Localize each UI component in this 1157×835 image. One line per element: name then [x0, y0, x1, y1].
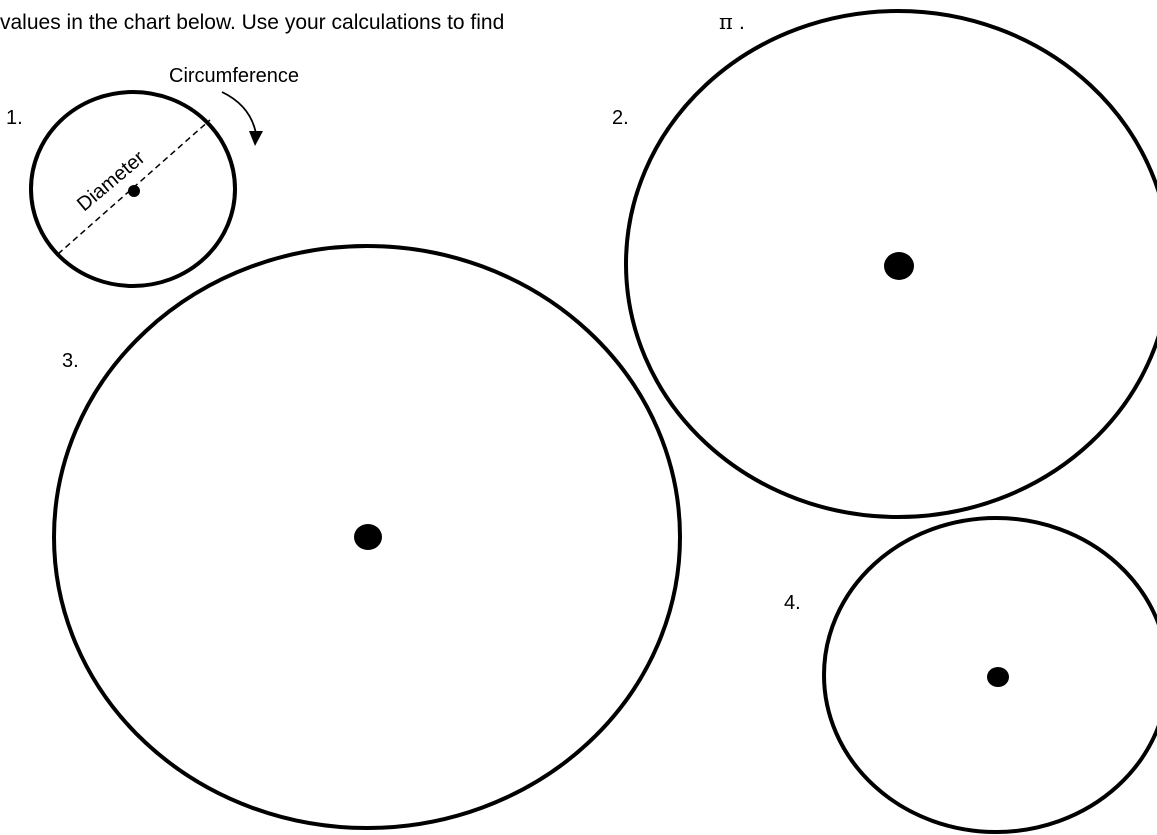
instruction-period: .	[739, 11, 745, 34]
circle-3-group: 3.	[52, 244, 682, 830]
circumference-arrow-head	[249, 131, 263, 146]
instruction-text: values in the chart below. Use your calc…	[0, 11, 504, 34]
pi-symbol: π	[719, 10, 733, 34]
circle-2-center-dot	[884, 252, 914, 280]
circle-3-number: 3.	[62, 350, 79, 372]
circle-4-number: 4.	[784, 592, 801, 614]
circle-3-outline	[52, 244, 682, 830]
circle-3-center-dot	[354, 524, 382, 550]
circle-1-center-dot	[128, 185, 140, 197]
diameter-label: Diameter	[73, 147, 150, 216]
circumference-arrow	[221, 91, 257, 135]
circle-4-outline	[822, 516, 1157, 834]
circle-2-outline	[624, 9, 1157, 519]
circle-4-center-dot	[987, 667, 1009, 687]
circle-4-group: 4.	[784, 516, 1157, 834]
circle-2-group: 2.	[612, 9, 1157, 519]
circumference-label: Circumference	[169, 65, 299, 87]
circle-1-group: 1. Diameter Circumference	[6, 65, 299, 288]
circle-1-outline	[29, 90, 237, 288]
circle-2-number: 2.	[612, 107, 629, 129]
circle-1-number: 1.	[6, 107, 23, 129]
